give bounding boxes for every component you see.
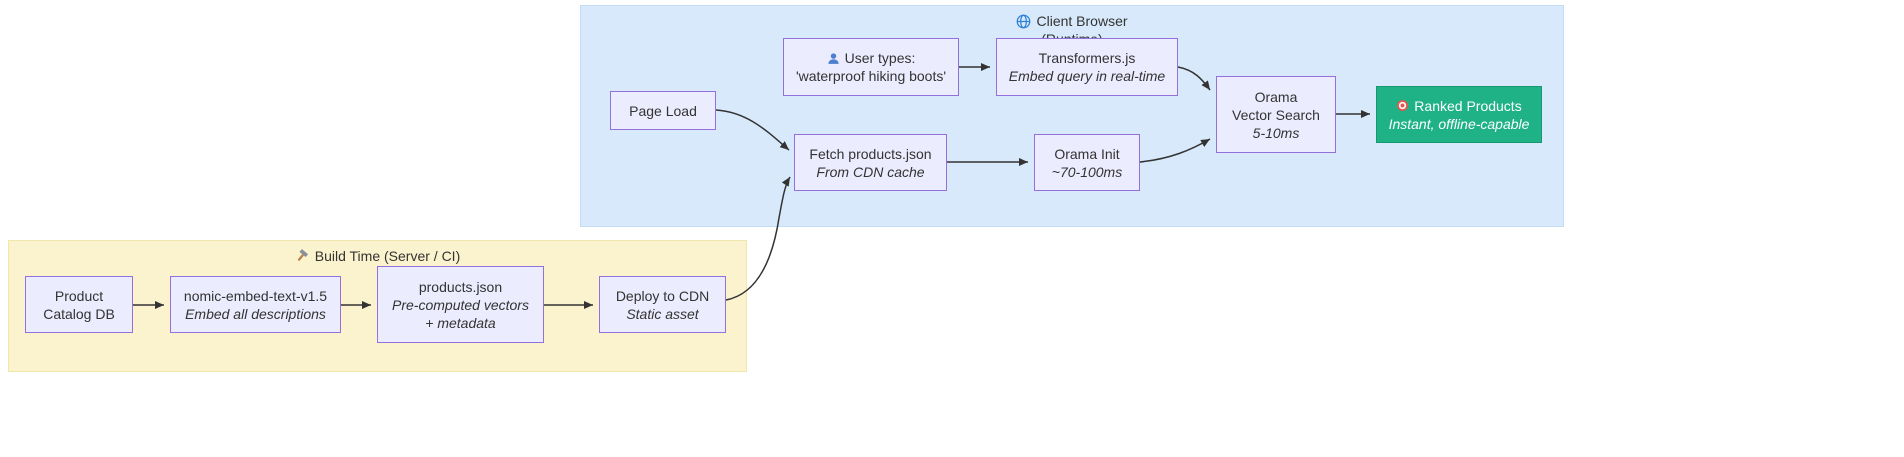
- node-product-catalog-db: Product Catalog DB: [25, 276, 133, 333]
- node-orama-init: Orama Init ~70-100ms: [1034, 134, 1140, 191]
- node-ranked-products-title: Ranked Products: [1414, 97, 1522, 114]
- edge-pageload-to-fetch: [715, 109, 790, 151]
- cluster-build-title-text: Build Time (Server / CI): [314, 248, 461, 264]
- node-fetch-products-title: Fetch products.json: [809, 145, 932, 162]
- node-nomic-title: nomic-embed-text-v1.5: [183, 287, 328, 304]
- node-ranked-products: Ranked Products Instant, offline-capable: [1376, 86, 1542, 143]
- node-user-types-query: 'waterproof hiking boots': [795, 68, 947, 84]
- node-orama-init-title: Orama Init: [1054, 145, 1120, 162]
- edge-transformers-to-vectorsearch: [1177, 66, 1211, 91]
- cluster-build-title: Build Time (Server / CI): [9, 247, 746, 265]
- target-icon: [1396, 99, 1409, 112]
- node-deploy-subtitle: Static asset: [626, 305, 699, 322]
- node-transformers-title: Transformers.js: [1038, 50, 1136, 66]
- hammer-icon: [295, 248, 310, 264]
- node-vector-search-title: Orama: [1254, 88, 1298, 105]
- node-nomic-embed: nomic-embed-text-v1.5 Embed all descript…: [170, 276, 341, 333]
- node-user-types-title: User types:: [844, 50, 916, 66]
- node-transformers-subtitle: Embed query in real-time: [1008, 68, 1166, 84]
- node-vector-search-subtitle: 5-10ms: [1252, 124, 1300, 141]
- node-deploy-title: Deploy to CDN: [615, 287, 710, 304]
- edge-deploy-to-fetch: [725, 176, 791, 301]
- node-page-load: Page Load: [610, 91, 716, 130]
- edge-oramainit-to-vectorsearch: [1139, 138, 1211, 163]
- node-page-load-title: Page Load: [629, 102, 697, 119]
- user-icon: [827, 52, 840, 65]
- node-vector-search-title2: Vector Search: [1232, 106, 1320, 123]
- node-catalog-title2: Catalog DB: [43, 305, 115, 322]
- node-catalog-title: Product: [54, 287, 104, 304]
- globe-icon: [1016, 14, 1031, 29]
- node-user-types: User types: 'waterproof hiking boots': [783, 38, 959, 96]
- node-fetch-products: Fetch products.json From CDN cache: [794, 134, 947, 191]
- node-transformers-js: Transformers.js Embed query in real-time: [996, 38, 1178, 96]
- node-nomic-subtitle: Embed all descriptions: [185, 305, 326, 322]
- node-products-json: products.json Pre-computed vectors + met…: [377, 266, 544, 343]
- node-products-json-subtitle2: + metadata: [425, 314, 496, 331]
- node-orama-init-subtitle: ~70-100ms: [1051, 163, 1123, 180]
- node-products-json-subtitle: Pre-computed vectors: [392, 296, 529, 313]
- node-deploy-cdn: Deploy to CDN Static asset: [599, 276, 726, 333]
- node-products-json-title: products.json: [418, 278, 503, 295]
- node-vector-search: Orama Vector Search 5-10ms: [1216, 76, 1336, 153]
- node-ranked-products-subtitle: Instant, offline-capable: [1388, 115, 1530, 132]
- cluster-client-title-text: Client Browser: [1036, 13, 1128, 29]
- node-fetch-products-subtitle: From CDN cache: [816, 163, 925, 180]
